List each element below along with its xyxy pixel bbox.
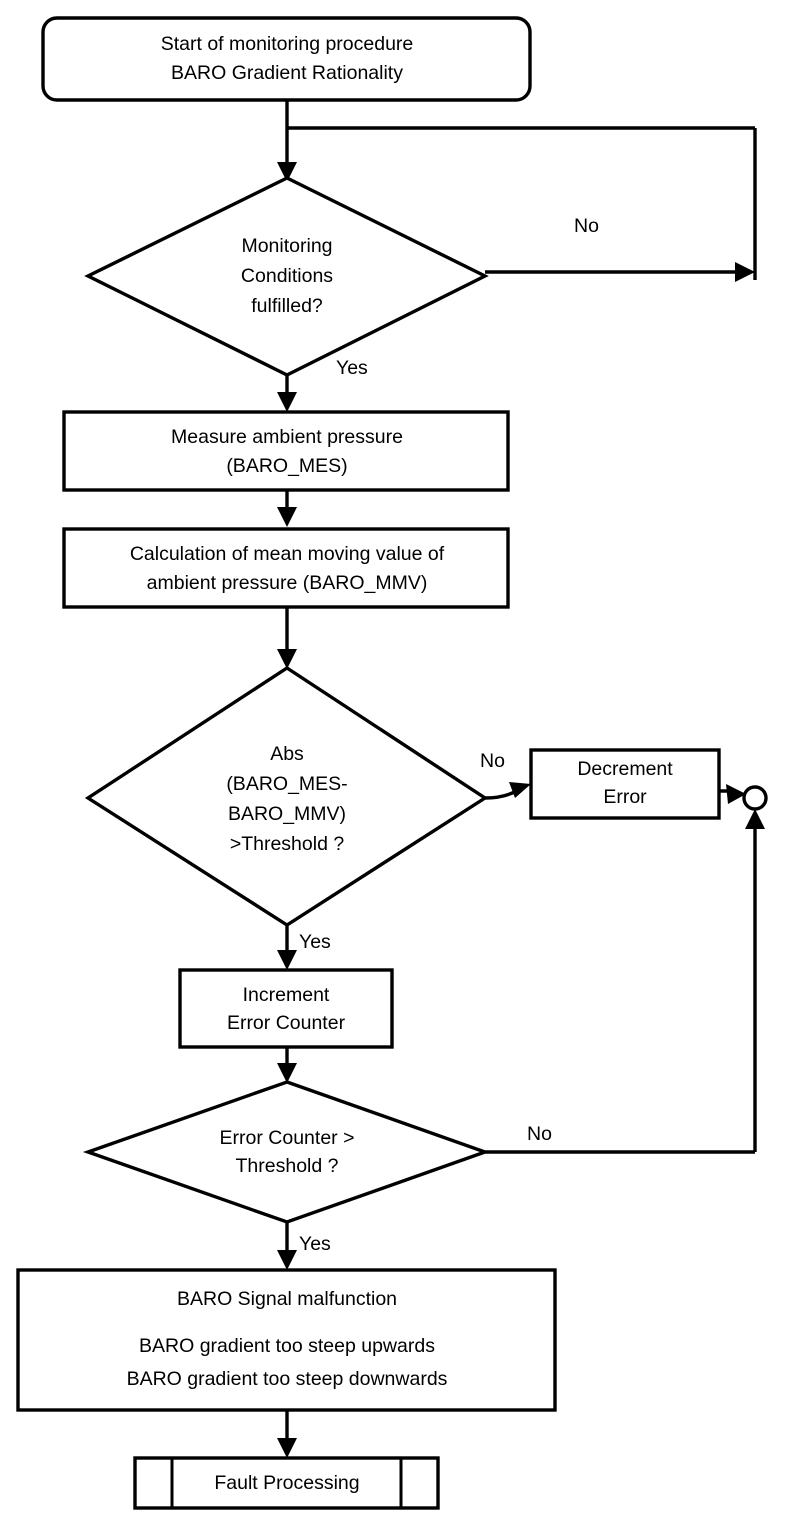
node-decision-counter-line1: Error Counter >: [220, 1127, 355, 1149]
edge-monitoring-yes: [277, 375, 297, 412]
node-malfunction-line3: BARO gradient too steep downwards: [127, 1368, 448, 1390]
edge-calculation-to-abs: [277, 607, 297, 669]
edge-abs-yes: [277, 925, 297, 970]
edge-label-abs-no: No: [480, 750, 505, 772]
edge-counter-yes: [277, 1222, 297, 1270]
edge-abs-no: [484, 782, 531, 800]
edge-label-abs-yes: Yes: [299, 931, 331, 953]
edge-start-to-monitoring: [277, 100, 297, 182]
node-merge-junction: [742, 785, 768, 811]
edge-top-return-line: [287, 126, 757, 280]
node-calculation-mmv[interactable]: Calculation of mean moving value of ambi…: [62, 527, 510, 609]
node-increment-line1: Increment: [243, 984, 330, 1006]
node-start-line1: Start of monitoring procedure: [161, 33, 414, 55]
node-decision-abs-line3: BARO_MMV): [228, 803, 346, 825]
node-increment-line2: Error Counter: [227, 1012, 346, 1034]
node-decrement-error-line1: Decrement: [577, 758, 673, 780]
node-decision-abs-threshold[interactable]: Abs (BARO_MES- BARO_MMV) >Threshold ?: [84, 665, 489, 928]
node-fault-processing-label: Fault Processing: [214, 1472, 359, 1494]
node-baro-signal-malfunction[interactable]: BARO Signal malfunction BARO gradient to…: [16, 1268, 557, 1412]
node-decision-abs-line1: Abs: [270, 743, 304, 765]
node-start[interactable]: Start of monitoring procedure BARO Gradi…: [41, 16, 532, 102]
edge-label-monitoring-no: No: [574, 215, 599, 237]
node-decision-abs-line2: (BARO_MES-: [226, 773, 347, 795]
node-decision-monitoring-line3: fulfilled?: [251, 295, 323, 317]
node-measure-pressure-line2: (BARO_MES): [226, 455, 347, 477]
node-decrement-error[interactable]: Decrement Error: [529, 748, 721, 820]
node-decrement-error-line2: Error: [603, 786, 647, 808]
node-calculation-mmv-line1: Calculation of mean moving value of: [130, 543, 445, 565]
node-malfunction-line2: BARO gradient too steep upwards: [139, 1335, 435, 1357]
node-measure-pressure[interactable]: Measure ambient pressure (BARO_MES): [62, 410, 510, 492]
edge-label-counter-no: No: [527, 1123, 552, 1145]
edge-monitoring-no: [485, 262, 755, 282]
node-decision-abs-line4: >Threshold ?: [230, 833, 345, 855]
node-decision-error-counter[interactable]: Error Counter > Threshold ?: [82, 1080, 491, 1224]
node-decision-monitoring-line2: Conditions: [241, 265, 333, 287]
node-calculation-mmv-line2: ambient pressure (BARO_MMV): [147, 572, 428, 594]
edge-label-counter-yes: Yes: [299, 1233, 331, 1255]
node-increment-error-counter[interactable]: Increment Error Counter: [178, 968, 394, 1049]
edge-label-monitoring-yes: Yes: [336, 357, 368, 379]
edge-increment-to-counter: [277, 1047, 297, 1083]
node-fault-processing[interactable]: Fault Processing: [133, 1456, 440, 1510]
node-start-line2: BARO Gradient Rationality: [171, 62, 403, 84]
node-decision-monitoring-line1: Monitoring: [241, 235, 332, 257]
node-decision-counter-line2: Threshold ?: [236, 1155, 339, 1177]
edge-measure-to-calculation: [277, 490, 297, 527]
node-malfunction-line1: BARO Signal malfunction: [177, 1288, 397, 1310]
node-decision-monitoring[interactable]: Monitoring Conditions fulfilled?: [84, 176, 489, 377]
edge-malfunction-to-fault: [277, 1410, 297, 1458]
edge-decrement-to-junction: [719, 784, 746, 804]
node-measure-pressure-line1: Measure ambient pressure: [171, 426, 403, 448]
edge-counter-no: [485, 809, 765, 1154]
